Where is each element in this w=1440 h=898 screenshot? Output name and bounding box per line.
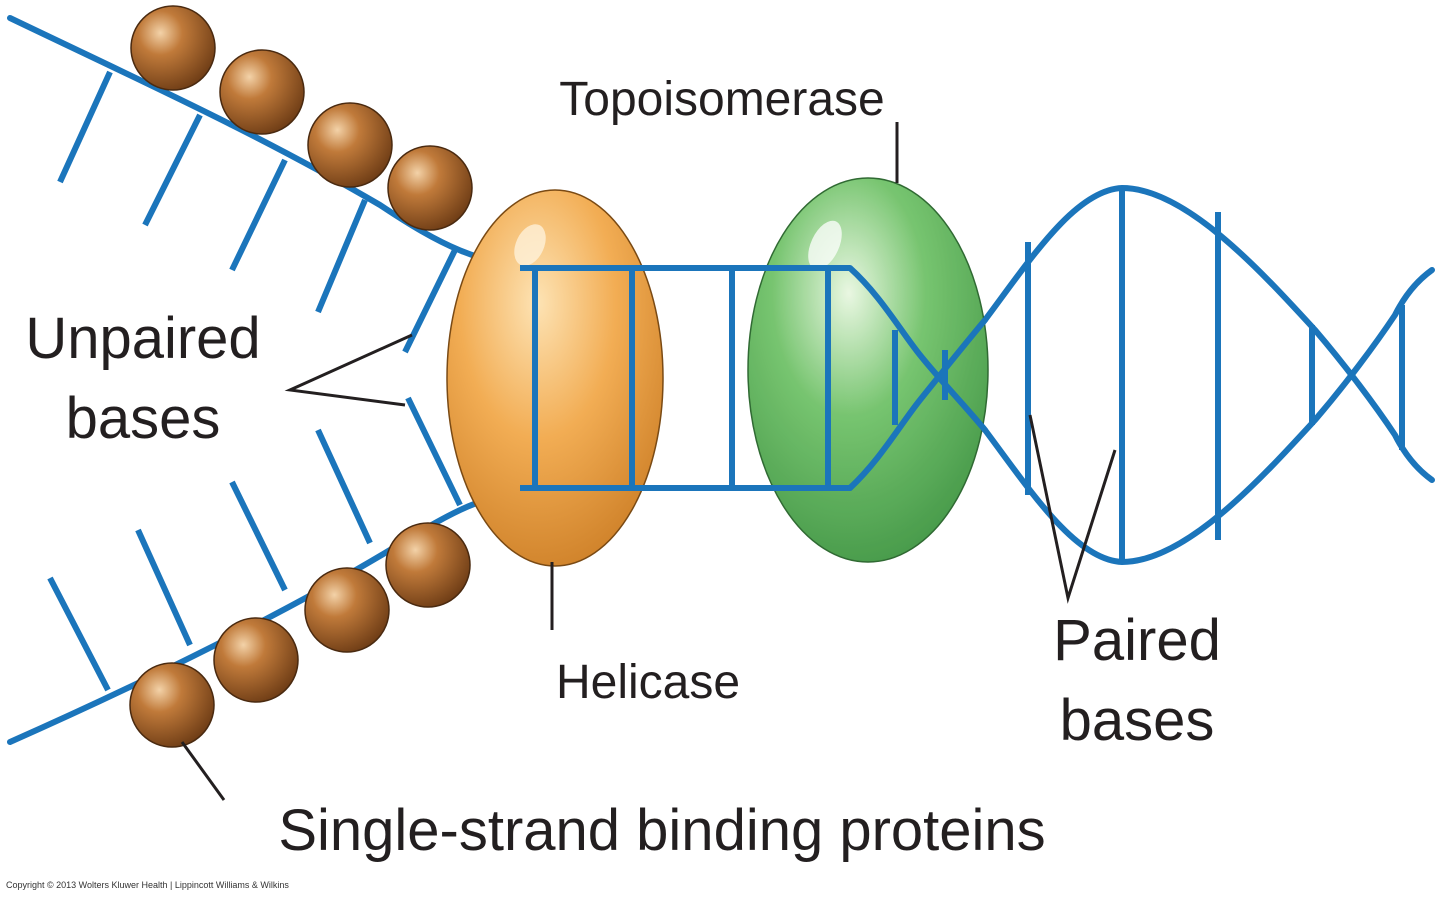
unpaired-base xyxy=(229,158,288,272)
ssb-label: Single-strand binding proteins xyxy=(278,798,1045,863)
topoisomerase-label: Topoisomerase xyxy=(559,73,885,126)
unpaired-base xyxy=(57,70,113,184)
copyright-notice: Copyright © 2013 Wolters Kluwer Health |… xyxy=(6,880,289,890)
unpaired-base xyxy=(315,198,368,314)
helicase-label: Helicase xyxy=(556,656,740,709)
unpaired-base xyxy=(405,396,463,507)
unpaired-base xyxy=(315,428,373,545)
ssb-protein xyxy=(129,662,215,748)
unpaired-base xyxy=(142,113,203,227)
ssb-protein xyxy=(307,102,393,188)
ssb-protein xyxy=(213,617,299,703)
unpaired-bases-leader xyxy=(284,333,413,407)
helicase-highlight xyxy=(514,224,546,266)
ssb-protein xyxy=(219,49,305,135)
topoisomerase-protein xyxy=(747,177,989,563)
helicase-protein xyxy=(446,189,664,567)
unpaired-bases-label-line1: Unpaired xyxy=(25,306,260,371)
ssb-protein xyxy=(385,522,471,608)
ssb-protein xyxy=(304,567,390,653)
ssb-proteins-upper xyxy=(130,5,473,231)
helix-strand-b-overlay xyxy=(847,317,988,491)
paired-bases-label-line2: bases xyxy=(1060,688,1215,753)
unpaired-base xyxy=(402,248,458,354)
paired-bases-leader xyxy=(1028,414,1117,604)
unpaired-base xyxy=(47,576,111,692)
duplex-over-topoisomerase xyxy=(729,265,988,491)
ssb-leader xyxy=(180,741,226,801)
lower-strand-backbone xyxy=(7,487,543,745)
ssb-protein xyxy=(387,145,473,231)
helix-strand-a-overlay xyxy=(847,265,988,433)
paired-bases-label-line1: Paired xyxy=(1053,608,1221,673)
unpaired-base xyxy=(229,480,288,592)
topoisomerase-highlight xyxy=(808,220,842,270)
ssb-protein xyxy=(130,5,216,91)
unpaired-bases-label-line2: bases xyxy=(66,386,221,451)
unpaired-base xyxy=(135,528,193,647)
ssb-proteins-lower xyxy=(129,522,471,748)
